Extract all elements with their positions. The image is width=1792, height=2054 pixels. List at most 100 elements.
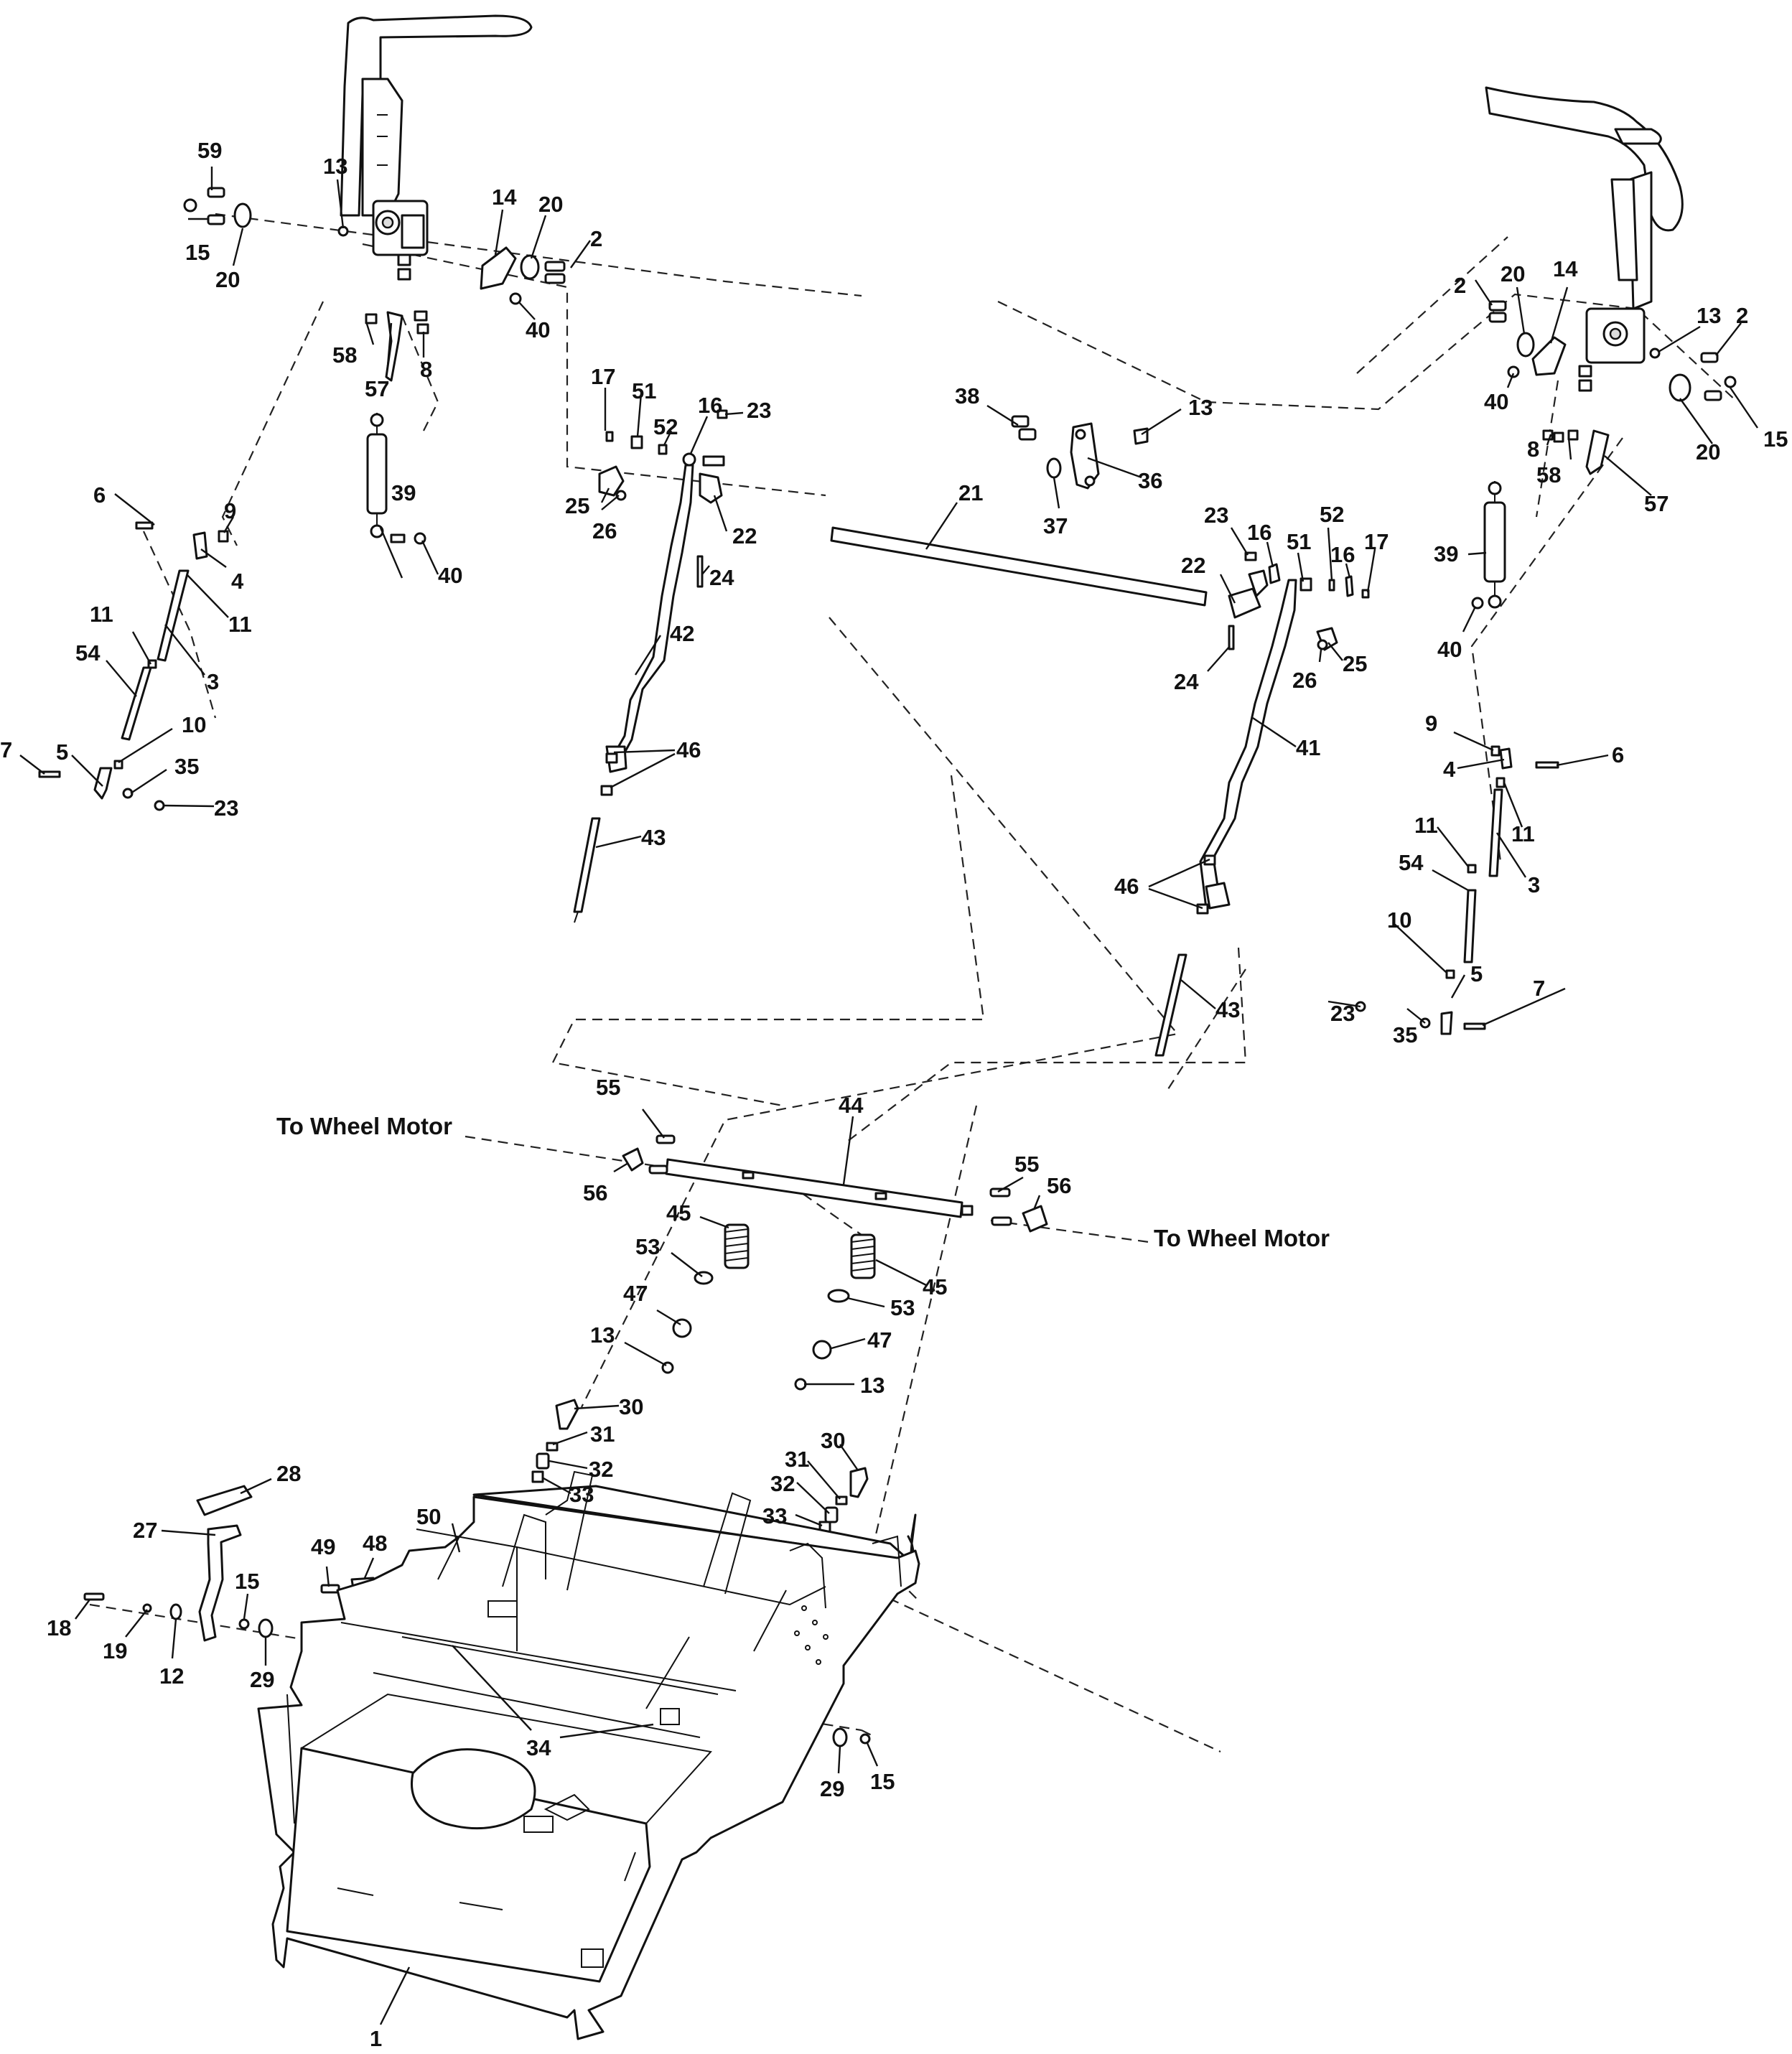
callout-18: 18 (47, 1615, 71, 1640)
callout-37: 37 (1043, 513, 1068, 538)
callout-3: 3 (1528, 872, 1540, 897)
callout-56: 56 (583, 1180, 607, 1205)
callout-40: 40 (1437, 637, 1462, 662)
spring-left (724, 1223, 750, 1269)
callout-2: 2 (1454, 273, 1466, 298)
callout-40: 40 (526, 317, 550, 342)
left-handle-assembly (340, 14, 533, 281)
callout-34: 34 (526, 1735, 551, 1760)
callout-3: 3 (207, 669, 219, 694)
callout-12: 12 (159, 1663, 184, 1689)
callout-21: 21 (958, 480, 983, 505)
callout-59: 59 (197, 138, 222, 163)
callout-20: 20 (538, 192, 563, 217)
callout-14: 14 (492, 185, 517, 210)
centre-upper-hardware (598, 409, 1208, 607)
callout-11: 11 (90, 602, 113, 627)
callout-15: 15 (185, 240, 210, 265)
callout-54: 54 (75, 640, 101, 666)
callout-32: 32 (770, 1471, 795, 1496)
callout-11: 11 (228, 612, 252, 637)
callout-17: 17 (591, 364, 615, 389)
callout-20: 20 (1696, 439, 1720, 465)
callout-30: 30 (821, 1428, 845, 1453)
right-handle-assembly (1485, 86, 1684, 392)
callout-11: 11 (1414, 813, 1438, 838)
callout-10: 10 (182, 712, 206, 737)
callout-33: 33 (569, 1482, 594, 1507)
callout-8: 8 (420, 357, 432, 382)
callout-16: 16 (1330, 542, 1355, 567)
callout-51: 51 (632, 378, 656, 403)
callout-24: 24 (1174, 669, 1199, 694)
callout-32: 32 (589, 1457, 613, 1482)
note-to-wheel-motor-left: To Wheel Motor (276, 1113, 452, 1139)
callout-45: 45 (666, 1200, 691, 1226)
callout-49: 49 (311, 1534, 335, 1559)
callout-39: 39 (391, 480, 416, 505)
callout-30: 30 (619, 1394, 643, 1419)
callout-13: 13 (1188, 395, 1213, 420)
callout-14: 14 (1553, 256, 1578, 281)
right-control-arm (1154, 579, 1297, 1057)
callout-43: 43 (641, 825, 666, 850)
centre-right-hardware (1228, 551, 1370, 651)
callout-25: 25 (565, 493, 589, 518)
callout-51: 51 (1287, 529, 1311, 554)
callout-6: 6 (93, 482, 106, 508)
notes: To Wheel Motor To Wheel Motor (276, 1113, 1330, 1251)
callout-7: 7 (0, 737, 12, 762)
note-to-wheel-motor-right: To Wheel Motor (1154, 1225, 1330, 1251)
spring-right (850, 1233, 876, 1279)
left-control-arm (573, 464, 694, 923)
callout-46: 46 (1114, 874, 1139, 899)
callout-8: 8 (1527, 437, 1539, 462)
callout-43: 43 (1215, 997, 1240, 1022)
callout-48: 48 (363, 1531, 387, 1556)
callout-7: 7 (1533, 976, 1545, 1001)
callouts: 59 13 14 20 2 15 20 40 58 57 8 17 51 52 … (0, 138, 1788, 2051)
callout-5: 5 (56, 739, 68, 765)
callout-5: 5 (1470, 961, 1483, 986)
callout-15: 15 (870, 1769, 895, 1794)
callout-47: 47 (623, 1281, 648, 1306)
callout-22: 22 (1181, 553, 1205, 578)
callout-16: 16 (698, 393, 722, 418)
callout-40: 40 (1484, 389, 1508, 414)
callout-35: 35 (174, 754, 199, 779)
callout-40: 40 (438, 563, 462, 588)
callout-54: 54 (1399, 850, 1424, 875)
callout-50: 50 (416, 1504, 441, 1529)
callout-27: 27 (133, 1518, 157, 1543)
callout-4: 4 (1443, 757, 1456, 782)
callout-31: 31 (785, 1447, 809, 1472)
callout-20: 20 (1501, 261, 1525, 286)
callout-23: 23 (1330, 1001, 1355, 1026)
callout-57: 57 (365, 376, 389, 401)
callout-55: 55 (596, 1075, 620, 1100)
callout-24: 24 (709, 565, 734, 590)
callout-26: 26 (1292, 668, 1317, 693)
callout-39: 39 (1434, 541, 1458, 566)
callout-52: 52 (1320, 502, 1344, 527)
callout-13: 13 (590, 1322, 615, 1348)
callout-9: 9 (224, 498, 236, 523)
leader-lines (19, 167, 1758, 2025)
callout-58: 58 (1536, 462, 1561, 487)
callout-23: 23 (214, 795, 238, 821)
callout-46: 46 (676, 737, 701, 762)
callout-25: 25 (1343, 651, 1367, 676)
callout-13: 13 (860, 1373, 885, 1398)
callout-13: 13 (1697, 303, 1721, 328)
callout-42: 42 (670, 621, 694, 646)
lower-shaft-assembly (622, 1134, 1048, 1391)
callout-23: 23 (747, 398, 771, 423)
callout-20: 20 (215, 267, 240, 292)
callout-15: 15 (235, 1569, 259, 1594)
callout-57: 57 (1644, 491, 1669, 516)
callout-58: 58 (332, 342, 357, 368)
callout-4: 4 (231, 569, 244, 594)
callout-11: 11 (1511, 821, 1535, 846)
callout-41: 41 (1296, 735, 1320, 760)
callout-44: 44 (839, 1093, 864, 1118)
